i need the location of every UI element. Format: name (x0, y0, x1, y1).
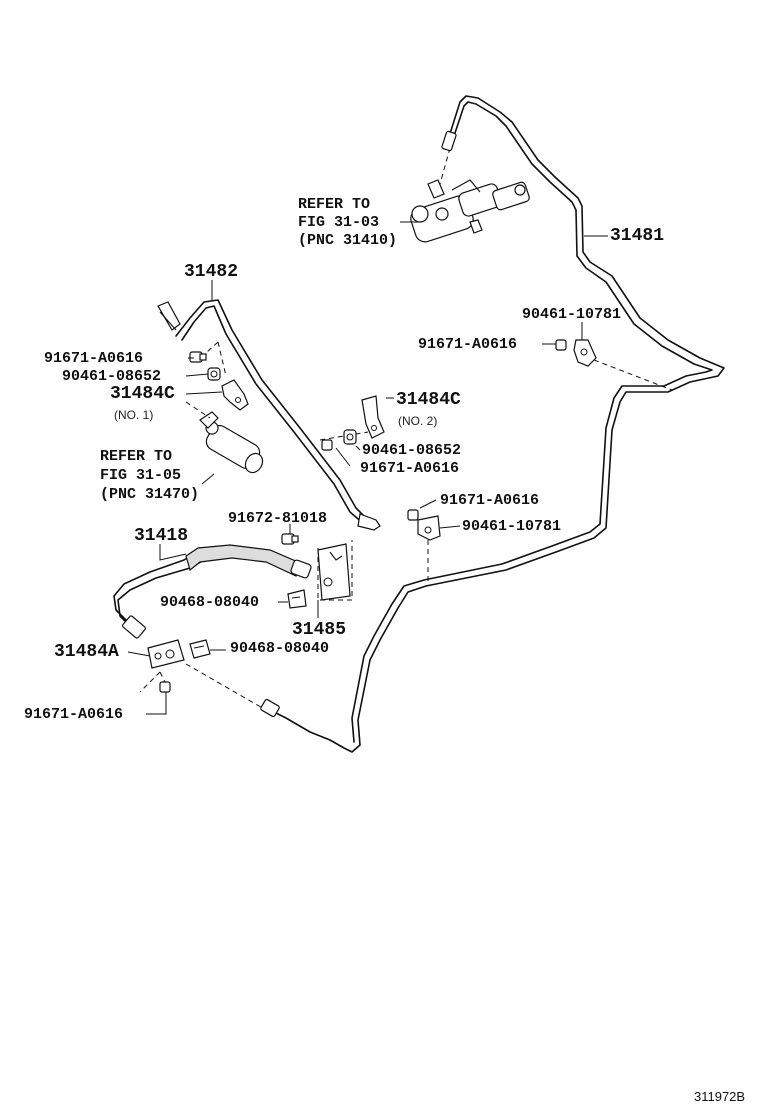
bolt-91671-a0616-top-label: 91671-A0616 (44, 350, 144, 367)
bolt-91671-a0616-right-label: 91671-A0616 (418, 336, 518, 353)
leader-lines (127, 221, 608, 715)
bolt-91671-bottom-icon (159, 681, 171, 693)
refer-fig-31-05-line3: (PNC 31470) (100, 486, 200, 503)
bolt-91671-a0616-lowright-label: 91671-A0616 (440, 492, 540, 509)
bolt-91672-icon (281, 533, 299, 545)
bolt-91671-top-icon (189, 351, 207, 363)
bolt-90461-10781-right-label: 90461-10781 (522, 306, 622, 323)
clip-90461-top-icon (207, 367, 221, 381)
part-31484c-no1-label: 31484C (110, 384, 175, 404)
bracket-31484a-icon (147, 639, 185, 669)
bolt-91672-81018-label: 91672-81018 (228, 510, 328, 527)
figure-id: 311972B (694, 1089, 746, 1104)
bracket-31484c-no1-icon (221, 379, 249, 411)
bolt-91671-a0616-mid-label: 91671-A0616 (360, 460, 460, 477)
bracket-31485-icon (317, 543, 351, 601)
bolt-91671-a0616-bottom-label: 91671-A0616 (24, 706, 124, 723)
bolt-90461-08652-top-label: 90461-08652 (62, 368, 162, 385)
bolt-91671-mid-icon (321, 439, 333, 451)
part-31484c-no2-label: 31484C (396, 390, 461, 410)
bolt-90461-10781-lowright-label: 90461-10781 (462, 518, 562, 535)
bolt-90461-08652-mid-label: 90461-08652 (362, 442, 462, 459)
clip-90468-08040-a-label: 90468-08040 (160, 594, 260, 611)
clip-90468-a-icon (287, 589, 307, 609)
clip-90461-right-icon (573, 339, 597, 367)
clip-90468-08040-b-label: 90468-08040 (230, 640, 330, 657)
refer-fig-31-03-line3: (PNC 31410) (298, 232, 398, 249)
bolt-91671-lowright-icon (407, 509, 419, 521)
clutch-tube-31481 (273, 95, 725, 753)
release-cylinder-icon (199, 411, 264, 474)
part-31481-label: 31481 (610, 226, 665, 246)
clip-90468-b-icon (189, 639, 211, 659)
bracket-31484c-no2-icon (361, 395, 385, 439)
part-31484c-no2-note: (NO. 2) (398, 414, 438, 428)
refer-fig-31-03-line1: REFER TO (298, 196, 371, 213)
part-31482-label: 31482 (184, 262, 239, 282)
master-cylinder-icon (410, 179, 530, 243)
clutch-tube-31482 (157, 299, 381, 531)
refer-fig-31-03-line2: FIG 31-03 (298, 214, 380, 231)
part-31418-label: 31418 (134, 526, 189, 546)
clip-90461-mid-icon (343, 429, 357, 445)
part-31484c-no1-note: (NO. 1) (114, 408, 154, 422)
refer-fig-31-05-line2: FIG 31-05 (100, 467, 182, 484)
part-31485-label: 31485 (292, 620, 347, 640)
part-31484a-label: 31484A (54, 642, 119, 662)
clutch-hose-31418 (113, 544, 312, 639)
bolt-91671-right-icon (555, 339, 567, 351)
clip-90461-lowright-icon (417, 515, 441, 541)
refer-fig-31-05-line1: REFER TO (100, 448, 173, 465)
